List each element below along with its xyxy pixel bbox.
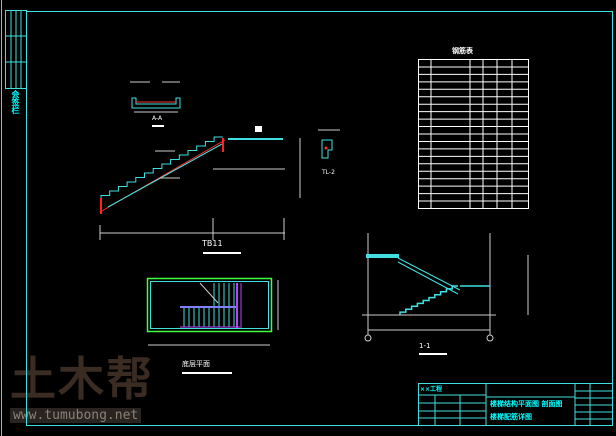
watermark-logo: 土木帮 <box>10 352 154 406</box>
sheet-title-2: 楼梯配筋详图 <box>490 413 532 421</box>
beam-detail-tl2 <box>299 129 340 198</box>
countersign-label: 会签栏 <box>11 90 20 114</box>
rebar-table <box>418 59 529 209</box>
stair-profile <box>100 136 223 200</box>
sheet-title-1: 楼梯结构平面图 剖面图 <box>490 400 563 408</box>
ground-floor-plan <box>146 277 279 374</box>
watermark-url: www.tumubong.net <box>10 408 142 423</box>
section-aa-detail <box>130 81 181 127</box>
section-11 <box>362 233 529 355</box>
project-name: ××工程 <box>420 386 443 393</box>
section-aa-label: A-A <box>152 115 163 122</box>
stair-section-tb11 <box>99 126 285 254</box>
section-11-label: 1-1 <box>419 342 431 350</box>
rebar-table-title: 钢筋表 <box>452 47 473 55</box>
plan-label: 底层平面 <box>182 360 210 368</box>
tb11-label: TB11 <box>202 239 223 248</box>
tl2-label: TL-2 <box>322 169 335 176</box>
lower-flight <box>399 285 458 315</box>
